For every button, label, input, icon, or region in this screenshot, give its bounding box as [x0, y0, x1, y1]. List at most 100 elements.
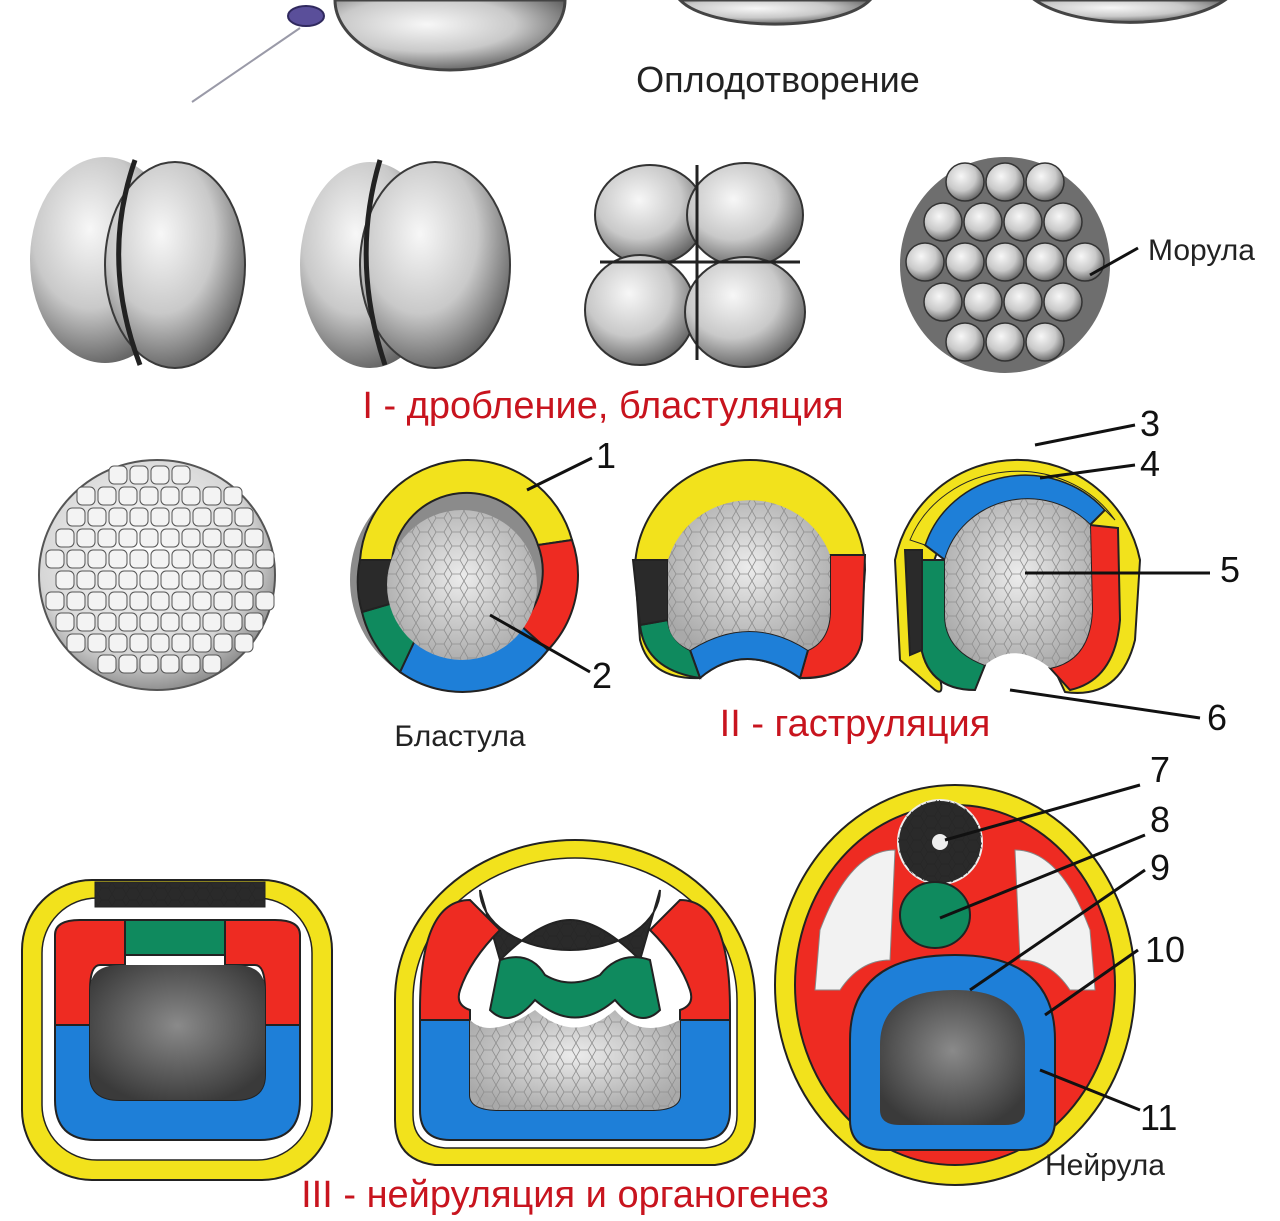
blastula-surface-cells: [45, 465, 275, 674]
blastula-cell: [202, 654, 222, 674]
blastula-cell: [66, 507, 86, 527]
eight-cell-embryo: [584, 162, 806, 368]
blastula-cell: [192, 591, 212, 611]
neurulation-stage: 7 8 9 10 11 Нейрула III - нейруляция и о…: [21, 749, 1185, 1216]
egg-1: [333, 0, 567, 72]
morula-cell: [1025, 322, 1065, 362]
pointer-morula: [1089, 246, 1139, 277]
morula-cell: [1025, 242, 1065, 282]
blastula-cell: [108, 465, 128, 485]
blastula-cell: [192, 633, 212, 653]
morula-cell: [963, 282, 1003, 322]
blastula-cell: [150, 591, 170, 611]
pointer-9: [969, 868, 1146, 992]
pointer-2: [489, 613, 591, 674]
morula-cell: [1003, 202, 1043, 242]
number-6: 6: [1207, 697, 1227, 738]
blastula-label: Бластула: [394, 720, 525, 753]
blastula-cell: [87, 549, 107, 569]
mid-neurula-section: [394, 839, 756, 1166]
morula-cell: [963, 202, 1003, 242]
blastula-cell: [129, 507, 149, 527]
blastula-cell: [192, 549, 212, 569]
number-2: 2: [592, 655, 612, 696]
morula-cell: [1065, 242, 1105, 282]
late-gastrula-section: [893, 458, 1142, 694]
blastula-cell: [244, 528, 264, 548]
pointer-8: [939, 833, 1146, 920]
blastula-cell: [76, 612, 96, 632]
blastula-cell: [129, 465, 149, 485]
morula-cell: [905, 242, 945, 282]
blastula-cell: [45, 549, 65, 569]
number-9: 9: [1150, 847, 1170, 888]
blastula-cell: [223, 570, 243, 590]
blastula-cell: [118, 654, 138, 674]
blastula-cell: [223, 528, 243, 548]
blastula-cell: [160, 654, 180, 674]
blastula-cell: [150, 549, 170, 569]
blastula-cell: [55, 570, 75, 590]
blastula-cell: [97, 486, 117, 506]
gastrulation-title: II - гаструляция: [720, 703, 991, 745]
blastula-cell: [171, 549, 191, 569]
blastula-cell: [97, 612, 117, 632]
blastula-cell: [202, 528, 222, 548]
blastula-cell: [150, 633, 170, 653]
pointer-6: [1009, 688, 1201, 720]
blastula-cell: [181, 570, 201, 590]
blastula-cell: [108, 591, 128, 611]
blastula-cell: [66, 549, 86, 569]
blastula-cell: [160, 528, 180, 548]
blastula-section: [350, 459, 579, 693]
egg-3: [1032, 0, 1228, 24]
number-4: 4: [1140, 443, 1160, 484]
gastrulation-stage: 3 4 5 6 II - гаструляция: [631, 403, 1240, 745]
blastula-cell: [181, 486, 201, 506]
blastula-cell: [118, 612, 138, 632]
blastula-cell: [244, 570, 264, 590]
late-neurula-section: [774, 784, 1136, 1186]
blastula-cell: [213, 549, 233, 569]
morula-cell: [945, 242, 985, 282]
morula-cell: [945, 322, 985, 362]
blastula-cell: [234, 591, 254, 611]
pointer-11: [1039, 1068, 1141, 1112]
blastula-cell: [255, 549, 275, 569]
cleavage-title: I - дробление, бластуляция: [362, 385, 843, 427]
blastula-cell: [234, 633, 254, 653]
blastula-cell: [255, 591, 275, 611]
blastula-cell: [244, 612, 264, 632]
egg-2: [677, 0, 873, 26]
morula-cell: [985, 322, 1025, 362]
blastula-cell: [192, 507, 212, 527]
number-10: 10: [1145, 929, 1185, 970]
blastula-cell: [66, 591, 86, 611]
cleavage-stage: Морула I - дробление, бластуляция: [30, 157, 1255, 427]
morula-cells: [905, 162, 1105, 362]
blastula-cell: [129, 633, 149, 653]
blastula-cell: [139, 570, 159, 590]
blastula-cell: [160, 570, 180, 590]
blastula-cell: [213, 507, 233, 527]
morula-cell: [923, 202, 963, 242]
morula-cell: [1043, 202, 1083, 242]
blastula-cell: [129, 591, 149, 611]
blastula-cell: [202, 570, 222, 590]
blastula-cell: [181, 612, 201, 632]
blastula-cell: [223, 486, 243, 506]
morula-label: Морула: [1148, 234, 1255, 267]
morula-cell: [945, 162, 985, 202]
blastula-cell: [108, 549, 128, 569]
pointer-1: [526, 456, 593, 492]
number-1: 1: [596, 435, 616, 476]
sperm-tail: [191, 27, 301, 103]
pointer-7: [944, 783, 1141, 842]
blastula-cell: [139, 612, 159, 632]
number-3: 3: [1140, 403, 1160, 444]
morula-cell: [1003, 282, 1043, 322]
blastula-cell: [150, 507, 170, 527]
blastula-cell: [234, 507, 254, 527]
neurulation-title: III - нейруляция и органогенез: [301, 1174, 829, 1216]
